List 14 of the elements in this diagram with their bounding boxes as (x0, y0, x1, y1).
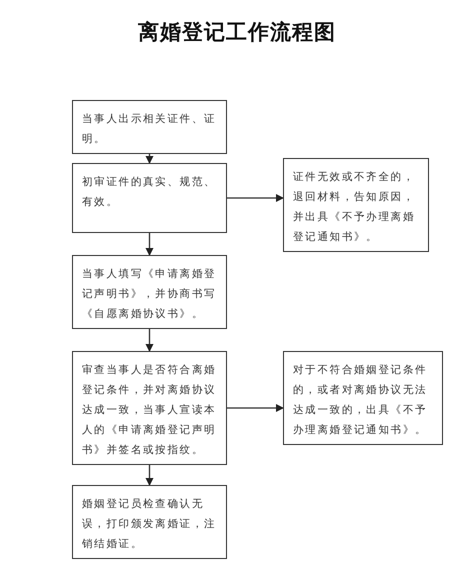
process-box: 婚姻登记员检查确认无误，打印颁发离婚证，注销结婚证。 (72, 485, 227, 559)
process-box: 审查当事人是否符合离婚登记条件，并对离婚协议达成一致，当事人宣读本人的《申请离婚登记声明书》并签名或按指纹。 (72, 351, 227, 465)
process-box: 当事人出示相关证件、证明。 (72, 100, 227, 154)
arrow (146, 154, 154, 164)
arrow (146, 465, 154, 486)
arrow (227, 404, 284, 412)
process-box: 当事人填写《申请离婚登记声明书》，并协商书写《自愿离婚协议书》。 (72, 255, 227, 329)
process-box: 初审证件的真实、规范、有效。 (72, 163, 227, 233)
arrow (146, 233, 154, 256)
process-box: 证件无效或不齐全的，退回材料，告知原因，并出具《不予办理离婚登记通知书》。 (283, 158, 429, 252)
arrow (146, 329, 154, 352)
title: 离婚登记工作流程图 (137, 19, 337, 46)
process-box: 对于不符合婚姻登记条件的，或者对离婚协议无法达成一致的，出具《不予办理离婚登记通知书》。 (283, 351, 443, 445)
arrow (227, 194, 284, 202)
